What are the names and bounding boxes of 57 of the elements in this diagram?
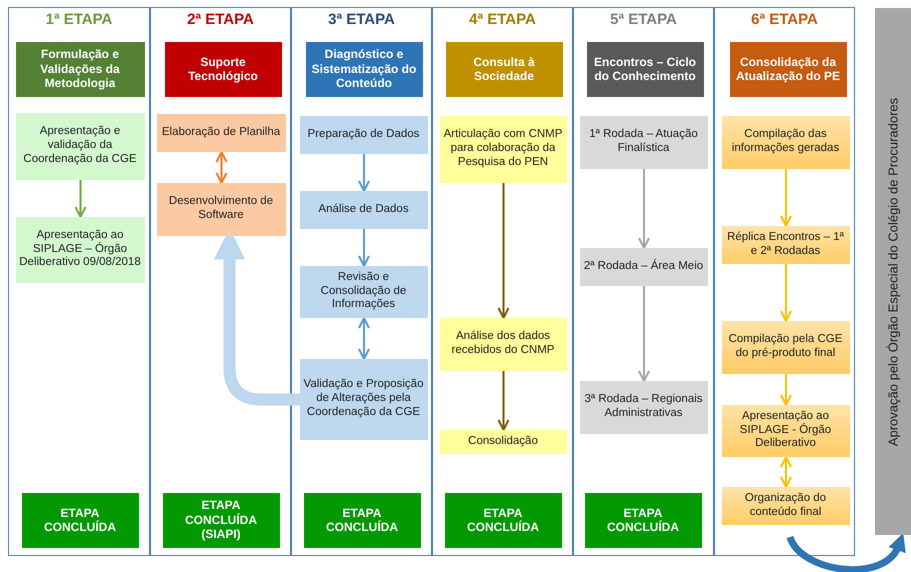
step-box: Análise dos dados recebidos do CNMP <box>440 318 566 370</box>
step-box: Preparação de Dados <box>300 116 428 154</box>
arrow <box>498 371 510 431</box>
status-box: ETAPA CONCLUÍDA <box>22 492 138 548</box>
step-box: Apresentação ao SIPLAGE - Órgão Deliberativo <box>722 404 850 456</box>
stage-heading: 6ª ETAPA <box>750 11 819 28</box>
stage-column <box>714 7 855 556</box>
arrow <box>74 180 86 218</box>
stage-title-box: Suporte Tecnológico <box>164 42 282 96</box>
stage-heading: 4ª ETAPA <box>468 11 537 28</box>
arrow <box>780 456 792 488</box>
arrow <box>780 374 792 406</box>
step-box: Compilação das informações geradas <box>722 116 850 168</box>
stage-column <box>150 7 291 556</box>
step-box: Articulação com CNMP para colaboração da Pesquisa do PEN <box>440 116 566 182</box>
status-box: ETAPA CONCLUÍDA <box>444 492 562 548</box>
arrow <box>786 534 906 572</box>
arrow <box>638 169 650 249</box>
stage-heading: 3ª ETAPA <box>327 11 396 28</box>
arrow <box>780 264 792 322</box>
stage-title-box: Consulta à Sociedade <box>446 42 562 96</box>
stage-heading: 2ª ETAPA <box>186 11 255 28</box>
step-box: Apresentação e validação da Coordenação da CGE <box>16 112 144 180</box>
stage-column <box>573 7 714 556</box>
stage-title-box: Consolidação da Atualização do PE <box>730 42 846 96</box>
status-box: ETAPA CONCLUÍDA (SIAPI) <box>162 492 280 548</box>
step-box: 2ª Rodada – Área Meio <box>580 248 708 286</box>
step-box: Organização do conteúdo final <box>722 486 850 524</box>
stage-heading: 1ª ETAPA <box>44 11 114 28</box>
stage-heading: 5ª ETAPA <box>609 11 678 28</box>
step-box: Consolidação <box>440 430 566 454</box>
step-box: Revisão e Consolidação de Informações <box>300 266 428 318</box>
arrow <box>498 183 510 319</box>
step-box: Apresentação ao SIPLAGE – Órgão Deliberativo 09/08/2018 <box>16 216 144 282</box>
step-box: Réplica Encontros – 1ª e 2ª Rodadas <box>722 226 850 264</box>
arrow <box>780 169 792 227</box>
step-box: Validação e Proposição de Alterações pela Coordenação da CGE <box>300 358 428 440</box>
approval-bar: Aprovação pelo Órgão Especial do Colégio de Procuradores <box>875 8 911 535</box>
step-box: 1ª Rodada – Atuação Finalística <box>580 116 708 168</box>
arrow <box>358 229 370 267</box>
step-box: Análise de Dados <box>300 190 428 228</box>
arrow <box>638 286 650 382</box>
stage-column <box>432 7 573 556</box>
arrow <box>216 151 228 184</box>
step-box: Elaboração de Planilha <box>156 114 286 152</box>
arrow <box>358 154 370 192</box>
status-box: ETAPA CONCLUÍDA <box>584 492 702 548</box>
stage-title-box: Formulação e Validações da Metodologia <box>16 42 144 96</box>
stage-title-box: Diagnóstico e Sistematização do Conteúdo <box>306 42 422 96</box>
stage-column <box>291 7 432 556</box>
step-box: Desenvolvimento de Software <box>156 182 286 236</box>
step-box: Compilação pela CGE do pré-produto final <box>722 320 850 374</box>
status-box: ETAPA CONCLUÍDA <box>304 492 420 548</box>
step-box: 3ª Rodada – Regionais Administrativas <box>580 380 708 434</box>
stage-title-box: Encontros – Ciclo do Conhecimento <box>586 42 704 96</box>
arrow <box>358 317 370 360</box>
stage-column <box>8 7 150 556</box>
